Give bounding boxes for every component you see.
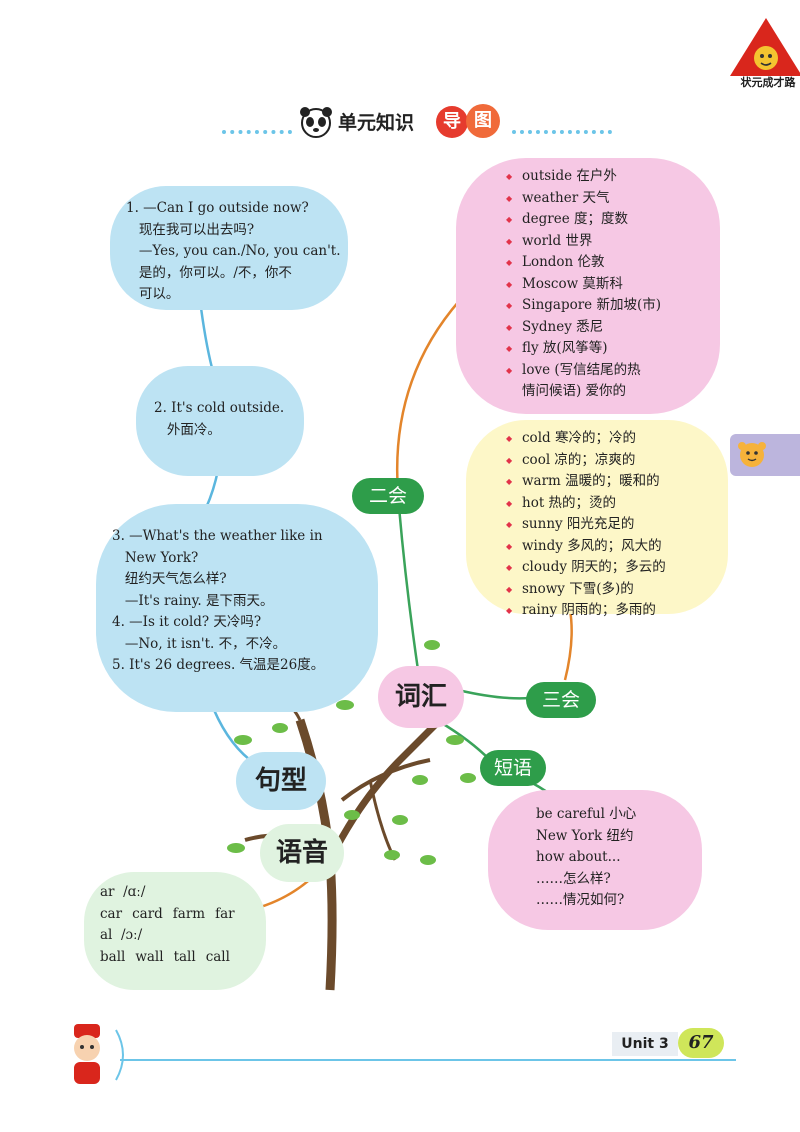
vocab-item: cold 寒冷的；冷的 [506,428,728,450]
vocab-item: Moscow 莫斯科 [506,274,720,296]
phonics-word: call [205,948,230,965]
vocab-item: rainy 阴雨的；多雨的 [506,600,728,622]
vocab-item: outside 在户外 [506,166,720,188]
label-yuyin: 语音 [260,824,344,882]
vocab-item: world 世界 [506,231,720,253]
vocab-item: degree 度；度数 [506,209,720,231]
label-cihui: 词汇 [378,666,464,728]
phonics-word: car [100,905,123,922]
sentence-bubble-3: 3. —What's the weather like in New York?… [96,504,378,712]
page-number: 67 [678,1028,724,1058]
sentence-text-2: 2. It's cold outside. 外面冷。 [154,400,285,438]
title-badge-2: 图 [466,104,500,138]
phonics-word: ball [100,948,126,965]
vocab-sanhui-bubble: cold 寒冷的；冷的cool 凉的；凉爽的warm 温暖的；暖和的hot 热的… [466,420,728,621]
vocab-ershi-bubble: outside 在户外weather 天气degree 度；度数world 世界… [456,158,720,414]
label-duanyu: 短语 [480,750,546,786]
label-juxing: 句型 [236,752,326,810]
phonics-word: wall [135,948,164,965]
vocab-item: cool 凉的；凉爽的 [506,450,728,472]
vocab-item: Sydney 悉尼 [506,317,720,339]
tiger-icon [738,442,766,467]
phonics-word: far [215,905,235,922]
sentence-text-3: 3. —What's the weather like in New York?… [112,528,325,673]
vocab-item: snowy 下雪(多)的 [506,579,728,601]
lion-icon [754,46,778,70]
vocab-item: fly 放(风筝等) [506,338,720,360]
vocab-item: weather 天气 [506,188,720,210]
footer-unit: Unit 3 [612,1032,678,1056]
label-sanhui: 三会 [526,682,596,718]
page-title: 单元知识 [338,112,415,134]
brand-name: 状元成才路 [740,76,796,89]
phonics-word: card [132,905,163,922]
vocab-ershi-list: outside 在户外weather 天气degree 度；度数world 世界… [506,166,720,403]
phonics-word: farm [172,905,206,922]
panda-icon [300,107,332,138]
phrases-text: be careful 小心 New York 纽约 how about... …… [536,806,637,908]
vocab-item: Singapore 新加坡(市) [506,295,720,317]
vocab-item: sunny 阳光充足的 [506,514,728,536]
phrases-bubble: be careful 小心 New York 纽约 how about... …… [488,790,702,930]
label-ershi: 二会 [352,478,424,514]
phonics-line-al: al /ɔː/ [100,927,143,943]
sentence-text-1: 1. —Can I go outside now? 现在我可以出去吗? —Yes… [126,200,341,302]
vocab-item: warm 温暖的；暖和的 [506,471,728,493]
phonics-line-ar: ar /ɑː/ [100,884,146,900]
sentence-bubble-2: 2. It's cold outside. 外面冷。 [136,366,304,476]
title-badge-1: 导 [436,106,468,138]
vocab-item: windy 多风的；风大的 [506,536,728,558]
vocab-item: London 伦敦 [506,252,720,274]
footer-line [120,1059,736,1061]
title-dots-right [512,130,612,134]
vocab-sanhui-list: cold 寒冷的；冷的cool 凉的；凉爽的warm 温暖的；暖和的hot 热的… [506,428,728,622]
phonics-words-al: ball wall tall call [100,947,266,969]
vocab-item: cloudy 阴天的；多云的 [506,557,728,579]
vocab-item: hot 热的；烫的 [506,493,728,515]
phonics-word: tall [173,948,196,965]
title-dots-left [222,130,292,134]
mascot-icon [74,1024,124,1084]
sentence-bubble-1: 1. —Can I go outside now? 现在我可以出去吗? —Yes… [110,186,348,310]
vocab-item: love (写信结尾的热 情问候语) 爱你的 [506,360,720,403]
